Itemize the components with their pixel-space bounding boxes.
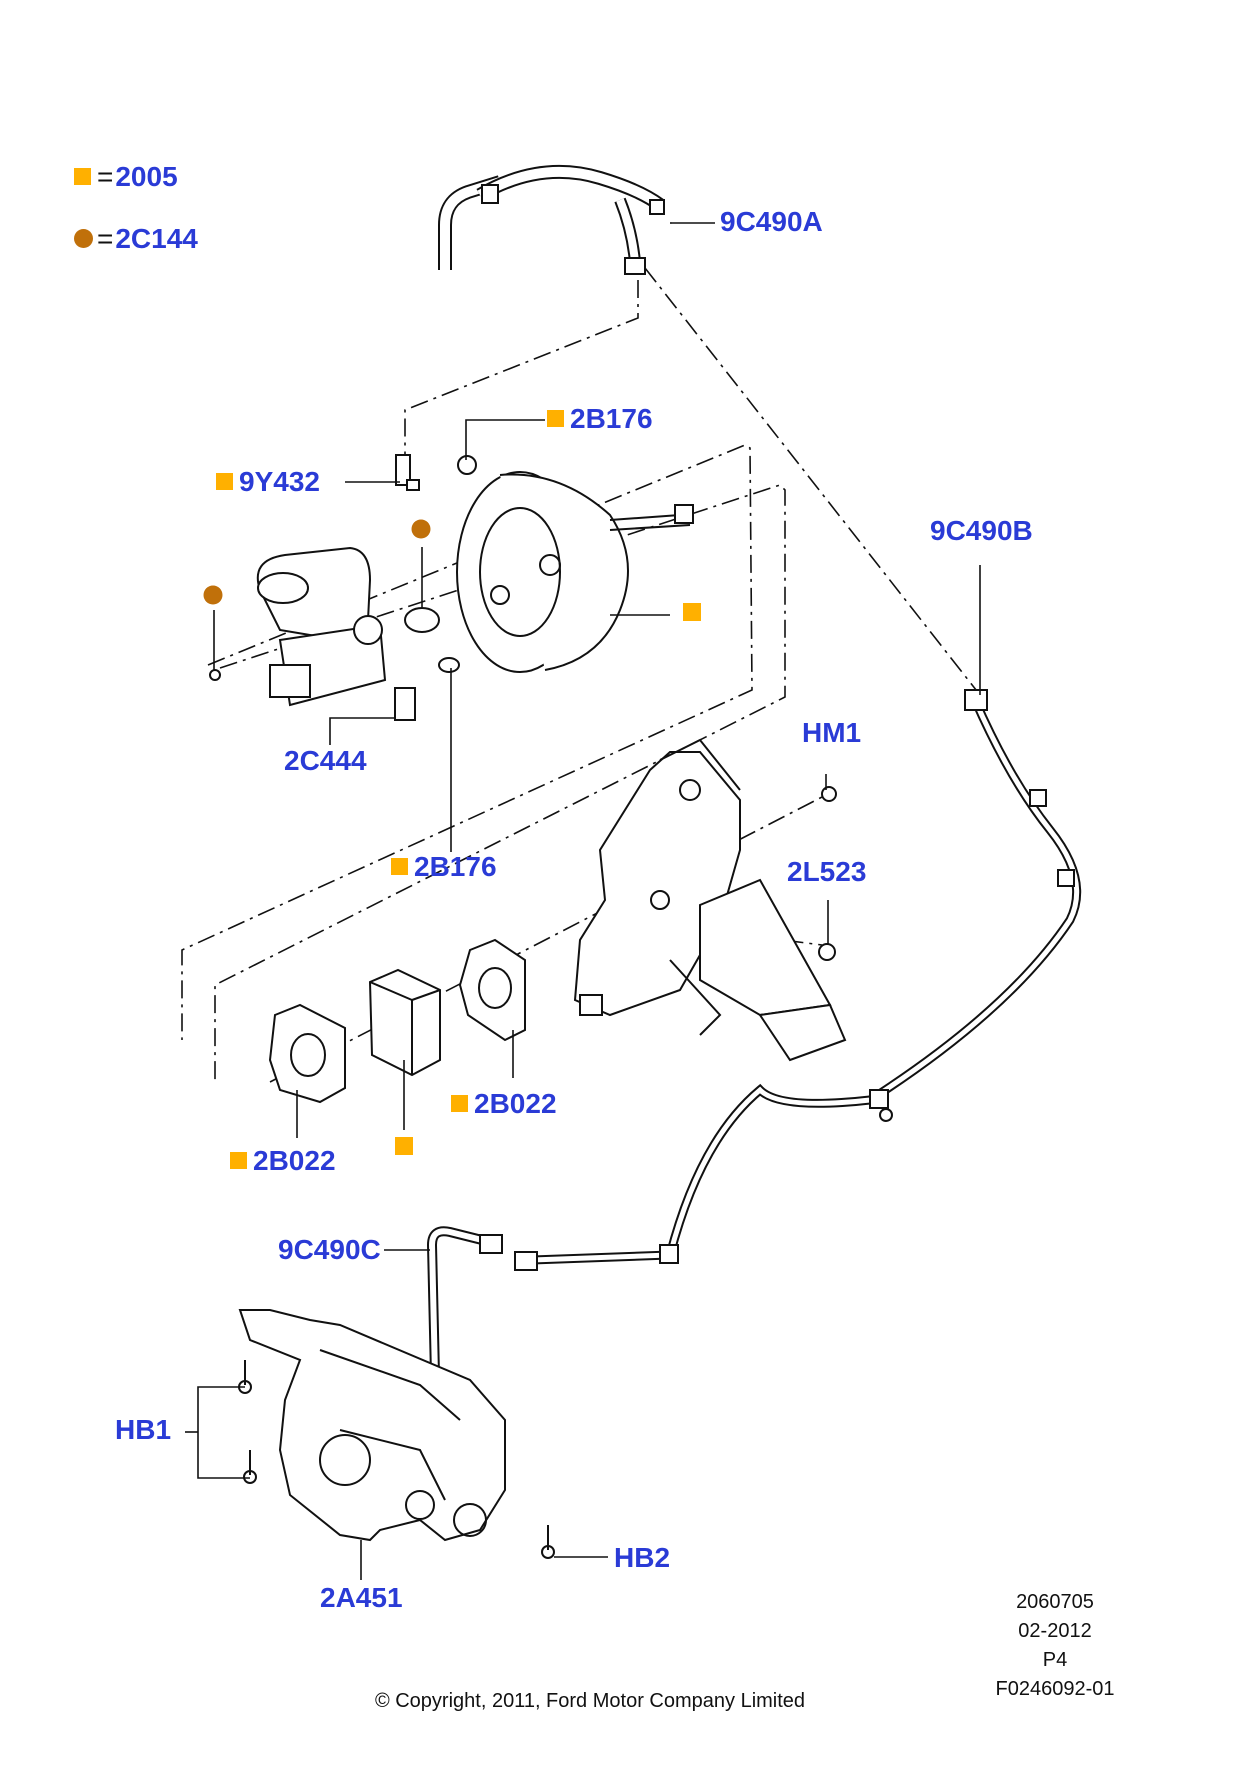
drawing-number: 2060705 — [1016, 1591, 1094, 1613]
square-marker — [683, 603, 701, 621]
callout-2b176-bottom: 2B176 — [391, 852, 497, 882]
callout-9c490c: 9C490C — [278, 1234, 381, 1265]
gasket-2b022-left — [268, 1003, 346, 1104]
callout-2l523: 2L523 — [787, 856, 867, 887]
callout-9c490a: 9C490A — [720, 206, 823, 237]
legend-square: =2005 — [74, 162, 178, 192]
drawing-code-block: 2060705 02-2012 P4 F0246092-01 — [970, 1588, 1140, 1704]
leader-lines — [185, 222, 981, 1580]
markers — [203, 519, 701, 1155]
pedal-box — [573, 738, 847, 1062]
drawing-page: P4 — [1042, 1649, 1068, 1671]
square-marker-icon — [230, 1152, 247, 1170]
callout-hm1: HM1 — [802, 717, 862, 748]
square-marker-icon — [547, 410, 564, 428]
vacuum-pump-assembly — [238, 1309, 506, 1542]
callout-hb2: HB2 — [614, 1542, 671, 1573]
circle-marker-icon — [74, 229, 93, 249]
legend-circle: =2C144 — [74, 224, 198, 254]
callout-2b176-top: 2B176 — [547, 404, 653, 434]
callout-9c490b: 9C490B — [930, 515, 1033, 546]
square-marker-icon — [451, 1095, 468, 1113]
square-marker-icon — [74, 168, 91, 186]
drawing-ref: F0246092-01 — [995, 1678, 1115, 1700]
gasket-2b022-right — [458, 938, 526, 1042]
legend-circle-code: 2C144 — [115, 223, 198, 254]
copyright-notice: © Copyright, 2011, Ford Motor Company Li… — [374, 1690, 806, 1712]
callout-2c444: 2C444 — [284, 745, 367, 776]
vacuum-pipe-long — [531, 689, 1082, 1265]
master-cylinder — [256, 546, 387, 707]
circle-marker — [203, 585, 223, 605]
callout-9y432: 9Y432 — [216, 467, 320, 497]
drawing-date: 02-2012 — [1018, 1620, 1092, 1642]
callout-2b022-left: 2B022 — [230, 1146, 336, 1176]
circle-marker — [411, 519, 431, 539]
callout-2b022-right: 2B022 — [451, 1089, 557, 1119]
brake-booster — [456, 471, 694, 673]
spacer-block — [368, 968, 441, 1077]
callout-hb1: HB1 — [115, 1414, 172, 1445]
callout-2a451: 2A451 — [320, 1582, 403, 1613]
legend-square-code: 2005 — [115, 161, 178, 192]
vacuum-hose-upper — [438, 164, 665, 275]
square-marker — [395, 1137, 413, 1155]
square-marker-icon — [391, 858, 408, 876]
square-marker-icon — [216, 473, 233, 491]
